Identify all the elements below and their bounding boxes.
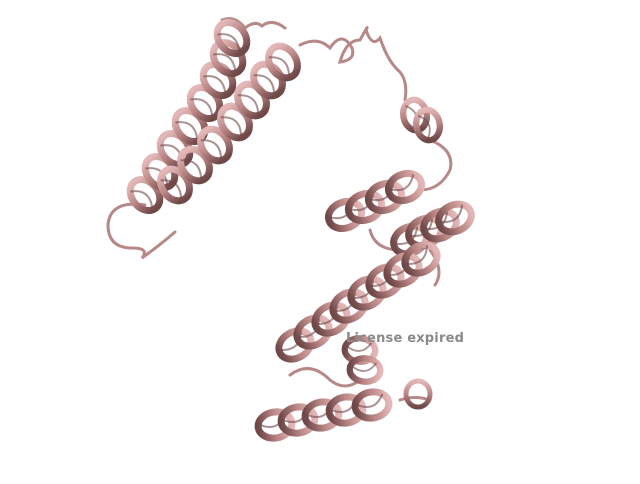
helix-3 <box>401 98 442 142</box>
coil-loops <box>106 17 453 402</box>
helix-9 <box>403 378 433 410</box>
watermark-text: License expired <box>346 331 465 346</box>
helix-8 <box>256 389 391 441</box>
